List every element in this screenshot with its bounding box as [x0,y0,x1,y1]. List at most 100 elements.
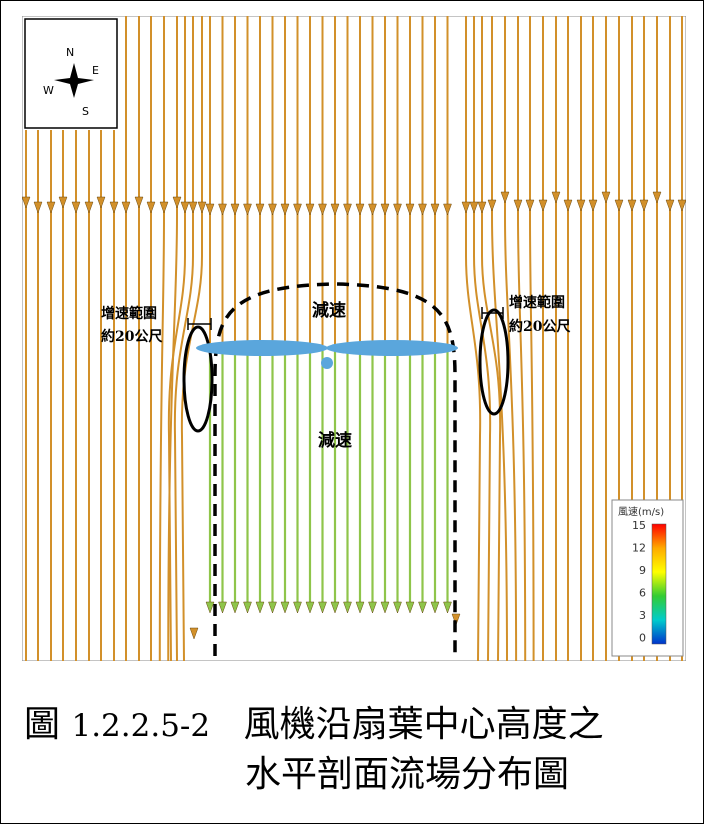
flow-arrow [677,199,686,212]
flow-arrow [551,191,561,204]
flow-arrow [368,601,377,614]
flow-arrow [538,199,548,212]
flow-arrow [230,203,240,216]
compass-north: N [66,46,74,59]
turbine-blade-right [326,340,458,356]
flow-arrow [380,601,390,614]
width-bracket-right [481,307,504,319]
flow-arrow [46,201,56,214]
flow-field-diagram: 增速範圍 約20公尺 增速範圍 約20公尺 減速 減速 N E S W 風速(m… [22,16,686,661]
flow-arrow [477,201,487,214]
flow-arrow [368,203,377,216]
flow-arrow [205,601,215,614]
compass-east: E [92,64,99,77]
flow-arrow [343,601,352,614]
streamline [529,16,535,661]
streamline [465,16,482,661]
flow-arrow [293,203,302,216]
flow-arrow [305,203,315,216]
flow-arrow [58,196,68,209]
flow-arrow [188,201,198,214]
flow-arrow [197,201,207,214]
flow-arrow [500,191,510,204]
caption-line-1: 圖 1.2.2.5-2 風機沿扇葉中心高度之 [24,695,604,747]
flow-arrow [639,199,649,212]
streamline [504,16,518,661]
decel-label-upper: 減速 [312,300,346,321]
flow-arrow [443,203,452,216]
flow-arrow [280,601,290,614]
turbine-blade-left [196,340,328,356]
flow-arrow [405,601,415,614]
caption-number: 1.2.2.5-2 [71,708,211,744]
compass-rose: N E S W [24,18,118,129]
flow-arrow [71,201,81,214]
flow-arrow [293,601,302,614]
legend-tick-label: 6 [639,587,646,600]
flow-arrow [525,199,535,212]
flow-arrow [255,203,265,216]
flow-arrow [255,601,265,614]
flow-arrow [159,201,169,214]
flow-arrow [33,201,43,214]
flow-arrow [513,199,523,212]
flow-arrow [280,203,290,216]
legend-tick-label: 12 [632,542,646,555]
streamline [173,16,194,661]
flow-arrow [665,199,675,212]
caption-title-line1: 風機沿扇葉中心高度之 [243,704,604,745]
flow-arrows [22,191,686,640]
flow-arrow [588,199,598,212]
accel-label-left-line1: 增速範圍 [101,305,157,322]
turbine-hub [321,357,333,369]
accel-zone-left [182,325,214,433]
flow-arrow [355,601,365,614]
flow-arrow [230,601,240,614]
flow-arrow [305,601,315,614]
flow-arrow [405,203,415,216]
flow-arrow [318,203,327,216]
flow-arrow [393,601,402,614]
caption-title-line2: 水平剖面流場分布圖 [245,754,570,795]
flow-arrow [134,196,144,209]
streamline [158,16,165,661]
streamline [491,16,508,661]
flow-arrow [109,201,119,214]
flow-arrow [180,201,190,214]
flow-arrow [243,601,252,614]
flow-arrow [469,201,479,214]
flow-arrow [343,203,352,216]
flow-arrow [205,203,215,216]
legend-title: 風速(m/s) [618,506,664,518]
streamline [481,16,502,661]
flow-arrow [576,199,586,212]
compass-west: W [43,84,54,97]
accel-zone-right [478,308,510,416]
decel-label-lower: 減速 [318,430,352,451]
legend-tick-label: 15 [632,519,646,532]
flow-arrow [218,203,227,216]
flow-arrow [380,203,390,216]
flow-arrow [418,601,427,614]
flow-arrow [418,203,427,216]
flow-arrow [443,601,452,614]
flow-arrow [172,196,182,209]
flow-arrow [318,601,327,614]
flow-arrow [451,613,461,626]
flow-arrow [393,203,402,216]
compass-star-icon [54,63,94,98]
flow-arrow [652,191,662,204]
caption-label: 圖 [24,704,61,745]
flow-arrow [461,201,471,214]
streamline [517,16,527,661]
flow-arrow [487,199,497,212]
streamlines [25,16,684,661]
flow-arrow [355,203,365,216]
flow-arrow [268,203,277,216]
flow-arrow [243,203,252,216]
flow-arrow [84,201,94,214]
streamline [167,16,186,661]
flow-arrow [430,203,440,216]
